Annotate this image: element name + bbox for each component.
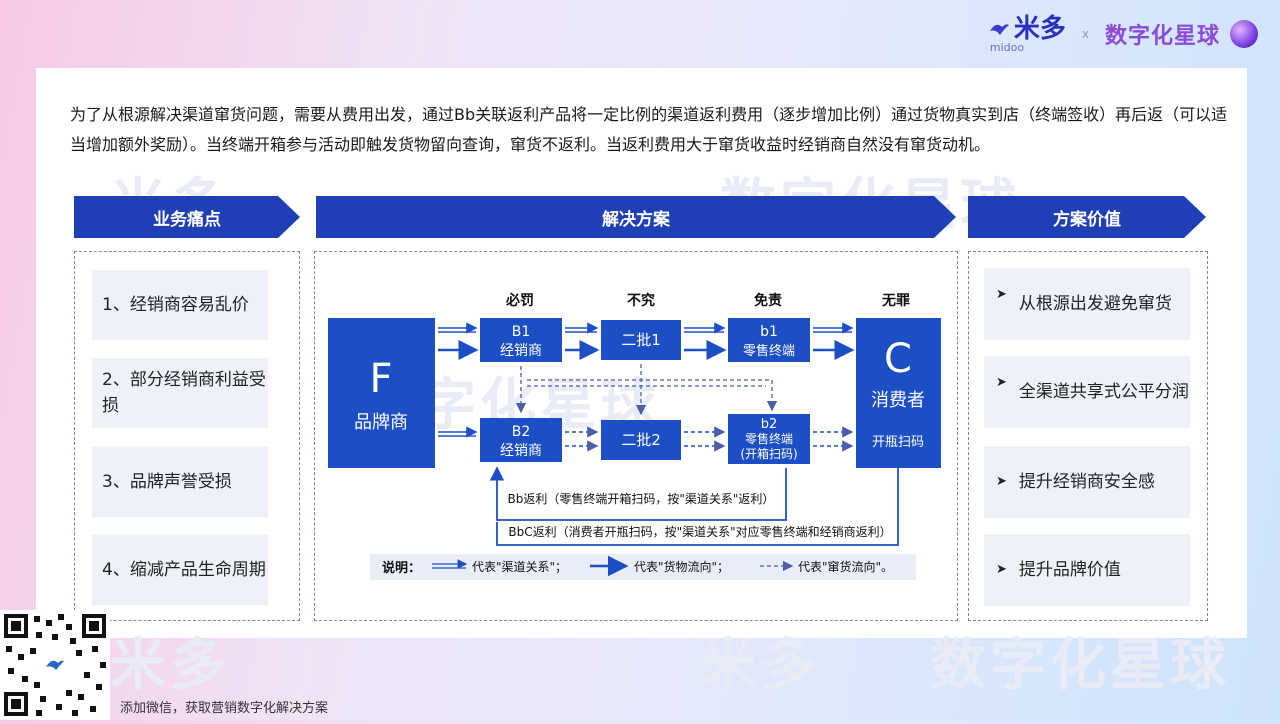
node-pifa2-name: 二批2 <box>621 431 661 449</box>
header-value: 方案价值 <box>968 196 1206 238</box>
node-retail-b2-sub: (开箱扫码) <box>740 446 797 461</box>
node-pifa1-name: 二批1 <box>621 331 661 349</box>
arrow-right-icon: ➤ <box>996 287 1007 302</box>
node-c-sub: 开瓶扫码 <box>872 435 924 450</box>
node-b2 <box>480 418 562 462</box>
value-text: 提升品牌价值 <box>1018 560 1121 580</box>
node-retail-b2-name: 零售终端 <box>745 431 793 446</box>
node-c-letter: C <box>884 336 912 382</box>
value-container <box>968 251 1208 621</box>
pain-item: 3、品牌声誉受损 <box>92 447 268 517</box>
arrow-right-icon: ➤ <box>996 562 1007 577</box>
legend-cross: 代表"窜货流向"。 <box>798 559 893 574</box>
node-retail-b2-code: b2 <box>761 417 778 432</box>
node-b1 <box>480 318 562 362</box>
node-b2-code: B2 <box>512 424 531 440</box>
flow-arrows-bottom <box>438 426 854 452</box>
arrow-right-icon: ➤ <box>996 474 1007 489</box>
value-text: 全渠道共享式公平分润 <box>1018 382 1189 402</box>
midoo-bird-icon <box>989 23 1009 35</box>
footer-text: 添加微信，获取营销数字化解决方案 <box>120 701 329 716</box>
pain-item: 4、缩减产品生命周期 <box>92 535 268 605</box>
planet-icon <box>1230 20 1258 48</box>
node-brand-f <box>328 318 435 468</box>
value-text: 从根源出发避免窜货 <box>1018 294 1172 314</box>
midoo-en-text: midoo <box>989 40 1025 54</box>
node-b2-name: 经销商 <box>500 443 542 459</box>
top-bar: 米多 midoo x 数字化星球 <box>0 0 1280 68</box>
value-item: ➤ 从根源出发避免窜货 <box>984 268 1190 340</box>
label-bifa: 必罚 <box>505 292 534 309</box>
label-wuzui: 无罪 <box>881 293 910 309</box>
node-c-name: 消费者 <box>871 390 925 411</box>
bbc-rebate-text: BbC返利（消费者开瓶扫码，按"渠道关系"对应零售终端和经销商返利） <box>508 524 891 539</box>
node-f-name: 品牌商 <box>354 412 408 433</box>
brand-logo-group: 米多 midoo x 数字化星球 <box>988 14 1258 54</box>
cross-flow-arrows <box>515 364 778 416</box>
digital-planet-text: 数字化星球 <box>1104 24 1220 49</box>
label-bujiu: 不究 <box>627 292 655 309</box>
label-mianze: 免责 <box>754 292 782 309</box>
node-consumer-c <box>856 318 941 468</box>
intro-paragraph: 为了从根源解决渠道窜货问题，需要从费用出发，通过Bb关联返利产品将一定比例的渠道… <box>70 105 1228 154</box>
bb-rebate-text: Bb返利（零售终端开箱扫码，按"渠道关系"返利） <box>508 491 775 506</box>
node-retail-b1-code: b1 <box>760 324 778 340</box>
pain-container <box>74 251 300 621</box>
midoo-logo: 米多 midoo <box>988 16 1066 53</box>
legend-goods: 代表"货物流向"； <box>634 559 729 574</box>
header-solution: 解决方案 <box>316 196 956 238</box>
brand-separator: x <box>1081 27 1089 41</box>
pain-item: 1、经销商容易乱价 <box>92 270 268 340</box>
legend-title: 说明： <box>382 560 421 576</box>
node-f-letter: F <box>369 356 392 402</box>
solution-container <box>314 251 958 621</box>
value-text: 提升经销商安全感 <box>1018 472 1155 492</box>
rebate-lines <box>489 466 899 546</box>
pain-item: 2、部分经销商利益受损 <box>92 358 268 428</box>
value-item: ➤ 全渠道共享式公平分润 <box>984 356 1190 428</box>
node-b1-code: B1 <box>512 324 531 340</box>
node-retail-b1-name: 零售终端 <box>743 343 795 359</box>
value-item: ➤ 提升经销商安全感 <box>984 446 1190 518</box>
arrow-right-icon: ➤ <box>996 375 1007 390</box>
node-pifa2 <box>601 420 681 460</box>
node-retail-b1 <box>728 318 810 362</box>
midoo-cn-text: 米多 <box>1013 13 1066 44</box>
value-item: ➤ 提升品牌价值 <box>984 534 1190 606</box>
node-pifa1 <box>601 320 681 360</box>
legend-channel: 代表"渠道关系"； <box>472 560 567 574</box>
header-pain: 业务痛点 <box>74 196 300 238</box>
qr-code-icon <box>0 610 110 720</box>
qr-code[interactable] <box>0 610 110 720</box>
node-retail-b2 <box>728 414 810 464</box>
node-b1-name: 经销商 <box>500 343 542 359</box>
flow-arrows-top <box>438 322 855 360</box>
